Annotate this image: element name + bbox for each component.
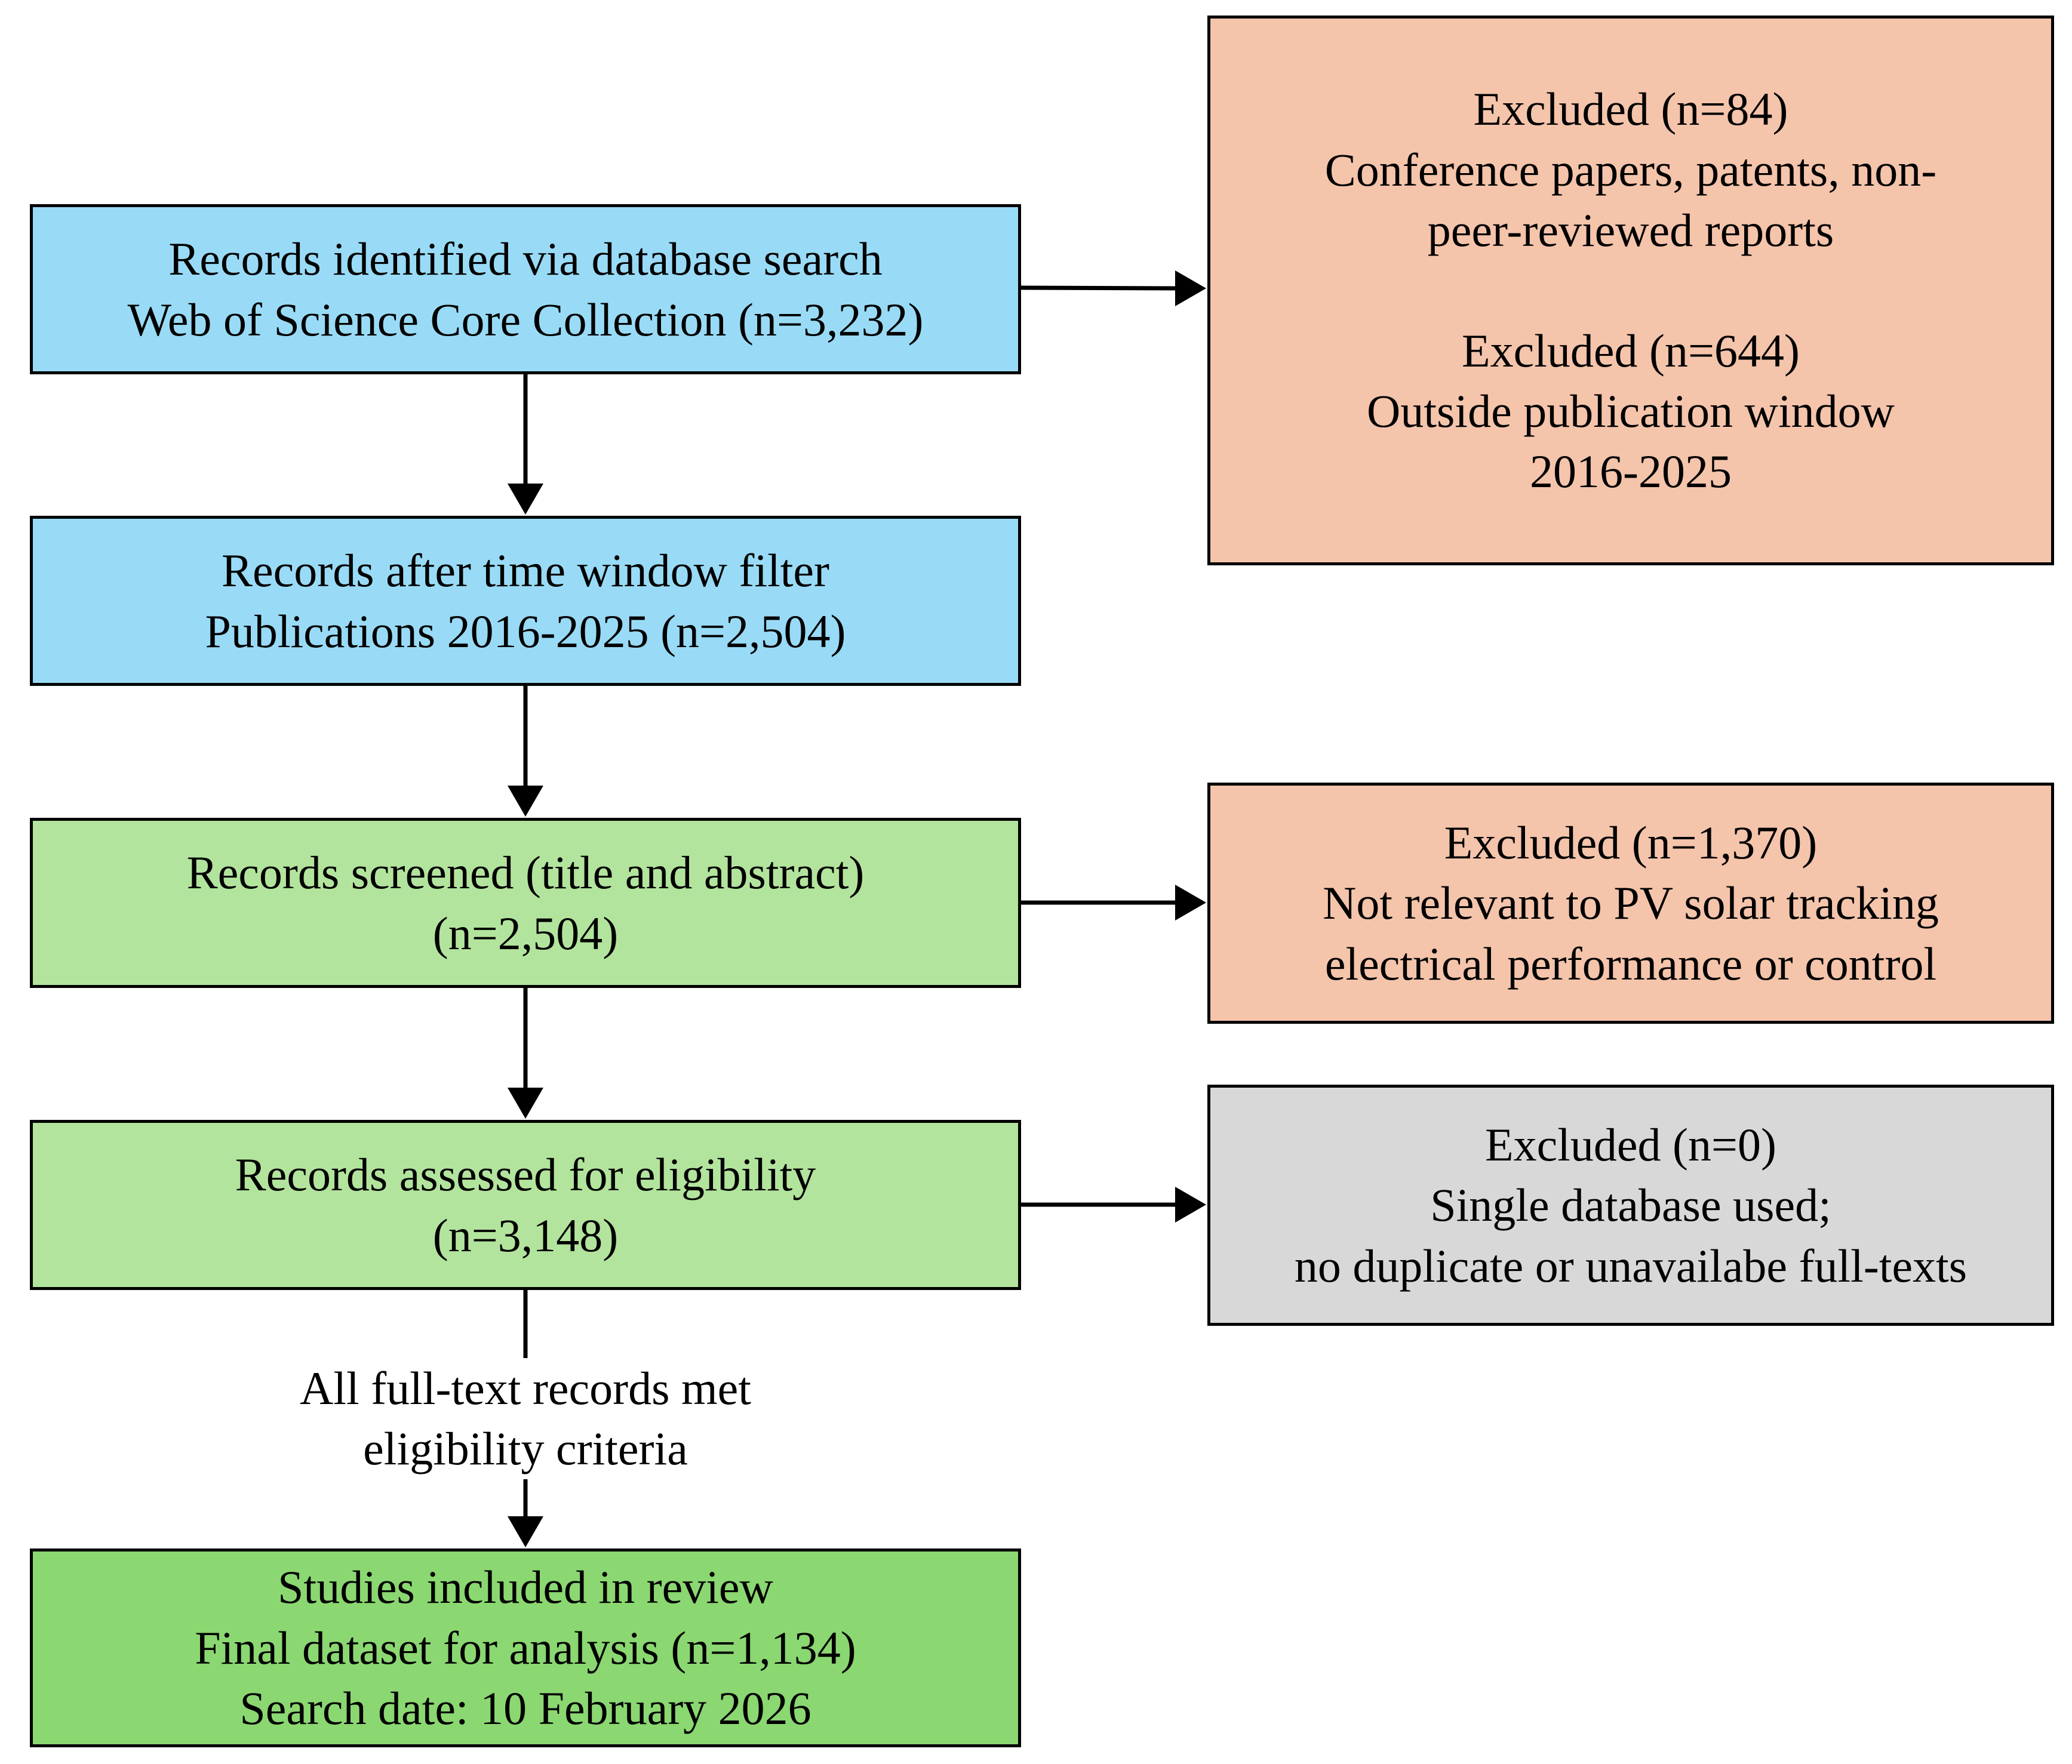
arrow-screened-to-eligibility	[508, 988, 543, 1119]
identified-title: Records identified via database search	[168, 233, 883, 285]
excluded-84-title: Excluded (n=84)	[1473, 83, 1788, 136]
arrow-screened-to-excluded	[1021, 885, 1206, 921]
included-search-date: Search date: 10 February 2026	[239, 1682, 811, 1735]
included-title: Studies included in review	[278, 1561, 773, 1614]
excluded-0-reason-2: no duplicate or unavailabe full-texts	[1294, 1239, 1968, 1292]
eligibility-box: Records assessed for eligibility (n=3,14…	[30, 1120, 1021, 1290]
excluded-644-title: Excluded (n=644)	[1462, 324, 1800, 377]
excluded-0-reason-1: Single database used;	[1430, 1179, 1831, 1232]
excluded-box-screening: Excluded (n=1,370) Not relevant to PV so…	[1207, 783, 2054, 1024]
included-box: Studies included in review Final dataset…	[30, 1548, 1021, 1747]
excluded-1370-reason-2: electrical performance or control	[1324, 937, 1937, 990]
excluded-1370-title: Excluded (n=1,370)	[1444, 816, 1818, 869]
excluded-box-identification: Excluded (n=84) Conference papers, paten…	[1207, 16, 2054, 565]
excluded-box-eligibility: Excluded (n=0) Single database used; no …	[1207, 1085, 2054, 1326]
time-filter-title: Records after time window filter	[222, 544, 829, 597]
identified-box: Records identified via database search W…	[30, 204, 1021, 374]
excluded-84-reason-1: Conference papers, patents, non-	[1324, 143, 1937, 196]
eligibility-note-line2: eligibility criteria	[363, 1423, 688, 1475]
excluded-0-title: Excluded (n=0)	[1485, 1118, 1776, 1171]
arrow-identified-to-excluded	[1020, 270, 1206, 306]
eligibility-title: Records assessed for eligibility	[235, 1149, 816, 1201]
time-filter-count: Publications 2016-2025 (n=2,504)	[205, 605, 846, 657]
screened-box: Records screened (title and abstract) (n…	[30, 818, 1021, 988]
excluded-644-reason-1: Outside publication window	[1367, 384, 1895, 437]
screened-count: (n=2,504)	[432, 907, 619, 959]
eligibility-note-line1: All full-text records met	[300, 1362, 751, 1414]
arrow-eligibility-to-excluded	[1021, 1187, 1206, 1223]
arrow-filter-to-screened	[508, 686, 543, 817]
excluded-84-reason-2: peer-reviewed reports	[1427, 204, 1834, 257]
identified-count: Web of Science Core Collection (n=3,232)	[127, 293, 924, 346]
excluded-644-reason-2: 2016-2025	[1530, 445, 1732, 498]
time-filter-box: Records after time window filter Publica…	[30, 516, 1021, 686]
eligibility-count: (n=3,148)	[432, 1209, 619, 1261]
eligibility-note: All full-text records met eligibility cr…	[227, 1358, 824, 1479]
screened-title: Records screened (title and abstract)	[186, 846, 865, 899]
included-count: Final dataset for analysis (n=1,134)	[195, 1621, 856, 1674]
excluded-1370-reason-1: Not relevant to PV solar tracking	[1323, 877, 1939, 929]
arrow-identified-to-filter	[508, 374, 543, 515]
